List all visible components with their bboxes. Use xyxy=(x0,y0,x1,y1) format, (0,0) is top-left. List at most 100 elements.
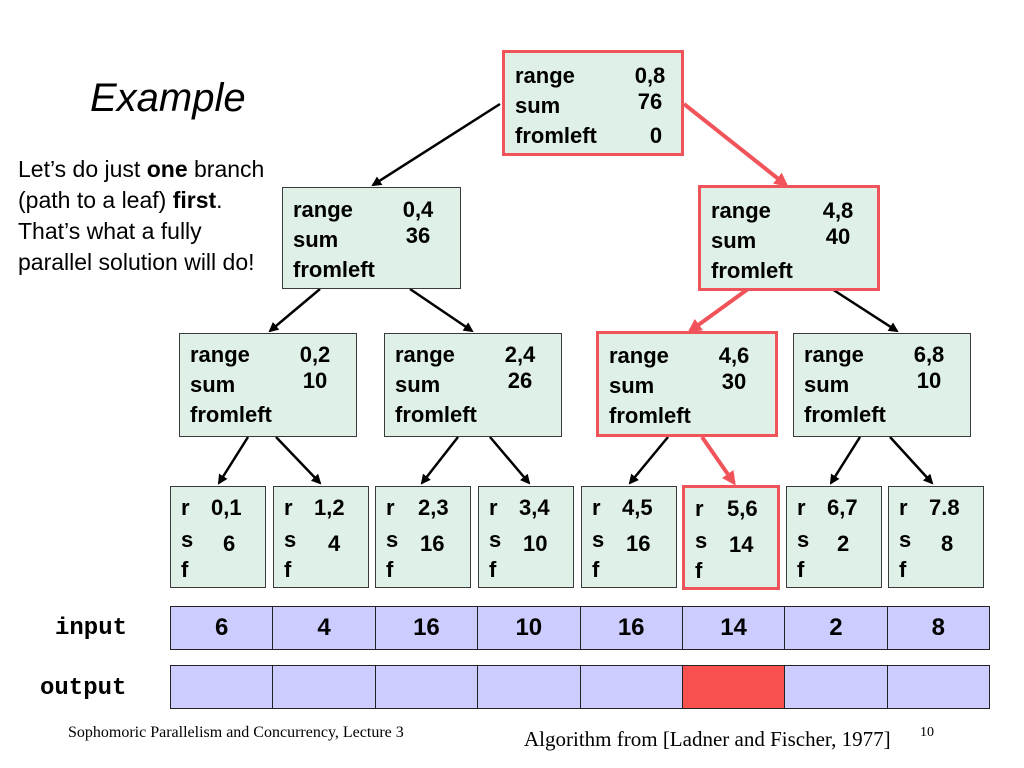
f-label: f xyxy=(489,557,497,582)
range-value: 4,8 xyxy=(822,198,854,223)
tree-node-4-8: range sum fromleft 4,8 40 xyxy=(698,185,880,291)
fromleft-label: fromleft xyxy=(190,402,272,427)
leaf-node-3-4: r s f 3,4 10 xyxy=(478,486,574,588)
sum-value: 30 xyxy=(721,369,747,394)
r-label: r xyxy=(695,496,704,521)
input-array: 6 4 16 10 16 14 2 8 xyxy=(170,606,990,650)
fromleft-label: fromleft xyxy=(395,402,477,427)
edge-l2c-left xyxy=(628,436,669,485)
edge-l2b-left xyxy=(420,436,459,485)
r-label: r xyxy=(181,495,190,520)
sum-label: sum xyxy=(804,372,850,397)
edge-l1a-right xyxy=(409,287,474,333)
edge-l1b-left xyxy=(687,287,750,333)
edge-l2d-right xyxy=(889,436,934,485)
range-value: 2,4 xyxy=(504,342,536,367)
edge-l2a-left xyxy=(217,436,250,485)
r-value: 3,4 xyxy=(519,495,550,520)
r-label: r xyxy=(797,495,806,520)
leaf-node-0-1: r s f 0,1 6 xyxy=(170,486,266,588)
output-cell xyxy=(580,666,683,708)
fromleft-label: fromleft xyxy=(515,123,597,148)
s-value: 6 xyxy=(223,531,236,556)
s-label: s xyxy=(386,527,399,552)
tree-node-0-4: range sum fromleft 0,4 36 xyxy=(282,187,461,289)
sum-value: 40 xyxy=(825,224,851,249)
s-value: 16 xyxy=(420,531,445,556)
sum-label: sum xyxy=(293,227,339,252)
f-label: f xyxy=(797,557,805,582)
range-value: 0,2 xyxy=(299,342,331,367)
s-label: s xyxy=(284,527,297,552)
output-cell-highlighted xyxy=(682,666,786,708)
s-label: s xyxy=(181,527,194,552)
intro-text-1: Let’s do just xyxy=(18,156,147,182)
range-value: 0,8 xyxy=(634,63,666,88)
output-cell xyxy=(887,666,989,708)
fromleft-label: fromleft xyxy=(293,257,375,282)
edge-l2a-right xyxy=(275,436,322,485)
footer-citation: Algorithm from [Ladner and Fischer, 1977… xyxy=(524,727,891,751)
range-value: 6,8 xyxy=(913,342,945,367)
f-label: f xyxy=(284,557,292,582)
edge-l2d-left xyxy=(829,436,862,485)
sum-value: 10 xyxy=(302,368,328,393)
tree-node-6-8: range sum fromleft 6,8 10 xyxy=(793,333,971,437)
output-cell xyxy=(478,666,581,708)
f-label: f xyxy=(899,557,907,582)
s-value: 16 xyxy=(626,531,651,556)
s-value: 8 xyxy=(941,531,954,556)
intro-bold-first: first xyxy=(172,187,217,213)
footer-course: Sophomoric Parallelism and Concurrency, … xyxy=(68,724,404,741)
s-label: s xyxy=(797,527,810,552)
r-value: 1,2 xyxy=(314,495,345,520)
sum-label: sum xyxy=(711,228,757,253)
f-label: f xyxy=(695,558,703,583)
input-cell: 14 xyxy=(682,607,786,649)
sum-value: 10 xyxy=(916,368,942,393)
r-label: r xyxy=(489,495,498,520)
sum-label: sum xyxy=(609,373,655,398)
output-cell xyxy=(171,666,274,708)
sum-label: sum xyxy=(190,372,236,397)
range-value: 0,4 xyxy=(402,197,434,222)
input-cell: 16 xyxy=(375,607,479,649)
s-label: s xyxy=(592,527,605,552)
intro-text-3: . That’s what a fully parallel solution … xyxy=(18,187,255,275)
leaf-node-6-7: r s f 6,7 2 xyxy=(786,486,882,588)
fromleft-label: fromleft xyxy=(711,258,793,283)
output-cell xyxy=(273,666,376,708)
edge-l1a-left xyxy=(268,288,321,333)
leaf-node-4-5: r s f 4,5 16 xyxy=(581,486,677,588)
r-value: 4,5 xyxy=(622,495,653,520)
range-label: range xyxy=(609,343,669,368)
tree-node-2-4: range sum fromleft 2,4 26 xyxy=(384,333,562,437)
input-cell: 16 xyxy=(580,607,683,649)
s-value: 14 xyxy=(729,532,754,557)
r-value: 5,6 xyxy=(727,496,758,521)
output-array-label: output xyxy=(40,675,127,702)
range-label: range xyxy=(711,198,771,223)
sum-label: sum xyxy=(395,372,441,397)
r-label: r xyxy=(386,495,395,520)
output-cell xyxy=(785,666,888,708)
sum-value: 36 xyxy=(405,223,431,248)
leaf-node-1-2: r s f 1,2 4 xyxy=(273,486,369,588)
page-number: 10 xyxy=(920,725,934,740)
r-label: r xyxy=(284,495,293,520)
sum-label: sum xyxy=(515,93,561,118)
edge-l2b-right xyxy=(489,436,531,485)
f-label: f xyxy=(386,557,394,582)
fromleft-label: fromleft xyxy=(804,402,886,427)
input-cell: 8 xyxy=(887,607,989,649)
sum-value: 26 xyxy=(507,368,533,393)
slide-title: Example xyxy=(90,76,246,120)
fromleft-value: 0 xyxy=(649,123,663,148)
edge-l1b-right xyxy=(831,287,899,333)
s-label: s xyxy=(899,527,912,552)
input-cell: 4 xyxy=(273,607,376,649)
r-value: 2,3 xyxy=(418,495,449,520)
r-value: 6,7 xyxy=(827,495,858,520)
tree-node-4-6: range sum fromleft 4,6 30 xyxy=(596,331,778,437)
